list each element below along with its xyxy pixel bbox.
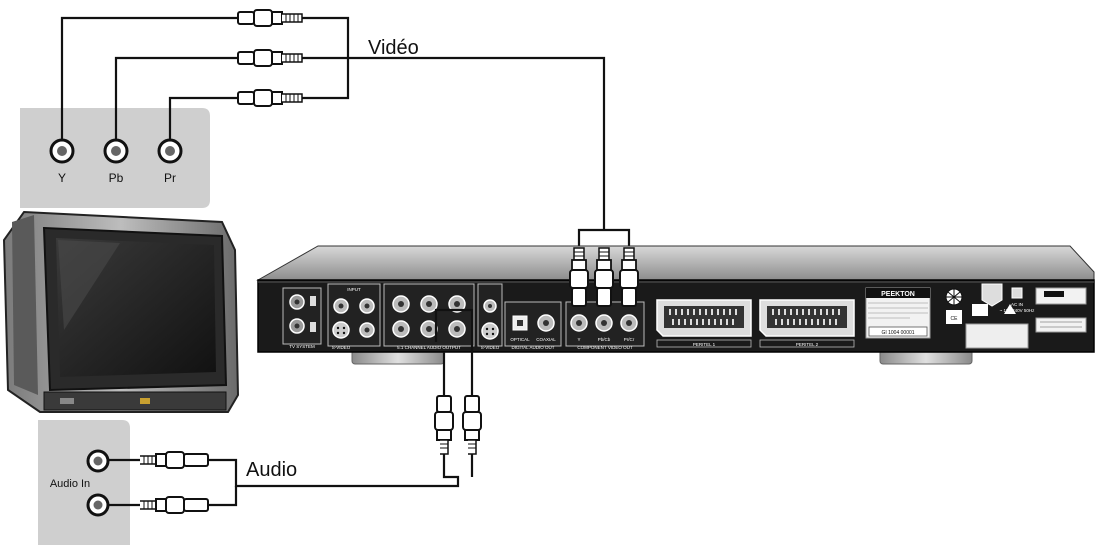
component-video-label: COMPONENT VIDEO OUT bbox=[577, 345, 632, 350]
video-rca-plug-3 bbox=[237, 89, 303, 107]
video-rca-plug-2 bbox=[237, 49, 303, 67]
tv-system-label: TV SYSTEM bbox=[289, 344, 315, 349]
coaxial-label: COAXIAL bbox=[536, 337, 556, 342]
cert-marks: CE bbox=[945, 288, 1029, 349]
tv-video-input-panel: Y Pb Pr bbox=[20, 108, 210, 208]
peritel-2-label[interactable]: PERITEL 2 bbox=[796, 342, 819, 347]
ac-in-section: AC IN ~ 110-240V 50Hz bbox=[981, 283, 1036, 313]
audio-in-jack-bottom[interactable] bbox=[86, 493, 110, 517]
ac-in-socket[interactable] bbox=[1011, 287, 1023, 299]
audio-in-jack-top[interactable] bbox=[86, 449, 110, 473]
ac-in-spec: ~ 110-240V 50Hz bbox=[1000, 308, 1036, 313]
input-label: INPUT bbox=[347, 287, 361, 292]
audio-tv-plug-bottom bbox=[140, 496, 209, 514]
audio-tv-plug-top bbox=[140, 451, 209, 469]
audio-rca-plugs-player bbox=[434, 395, 482, 455]
video-label: Vidéo bbox=[368, 37, 419, 59]
video-cable-wires bbox=[60, 16, 631, 248]
component-pr-label: Pr/Cr bbox=[624, 337, 635, 342]
audio-51-label: 5.1 CHANNEL AUDIO OUTPUT bbox=[397, 345, 461, 350]
component-y-label: Y bbox=[577, 337, 580, 342]
rating-label: PEEKTON GI 1004 00001 bbox=[865, 287, 931, 339]
input-l-jack[interactable] bbox=[359, 298, 375, 314]
ac-in-label: AC IN bbox=[1011, 302, 1023, 307]
warning-labels bbox=[1035, 287, 1087, 333]
audio-51-section: 5.1 CHANNEL AUDIO OUTPUT bbox=[383, 283, 475, 350]
component-plug-y bbox=[569, 247, 589, 307]
digital-audio-section: OPTICAL COAXIAL DIGITAL AUDIO OUT bbox=[504, 301, 562, 350]
tv-audio-input-panel: Audio In bbox=[38, 420, 130, 545]
component-plug-pb bbox=[594, 247, 614, 307]
audio-r-jack[interactable] bbox=[448, 320, 466, 338]
y-jack-label: Y bbox=[58, 171, 66, 185]
input-section: INPUT S-VIDEO bbox=[327, 283, 381, 350]
audio-cable-wires bbox=[108, 308, 474, 507]
s-video-out-jack[interactable] bbox=[481, 322, 499, 340]
coaxial-jack[interactable] bbox=[537, 314, 555, 332]
component-pb-jack[interactable] bbox=[595, 314, 613, 332]
serial-number: GI 1004 00001 bbox=[881, 330, 914, 336]
component-y-jack[interactable] bbox=[570, 314, 588, 332]
component-plug-pr bbox=[619, 247, 639, 307]
input-video-jack[interactable] bbox=[333, 298, 349, 314]
audio-plug-left bbox=[434, 395, 454, 455]
component-pr-jack[interactable] bbox=[620, 314, 638, 332]
peritel-2-pins bbox=[772, 309, 840, 325]
audio-sr-jack[interactable] bbox=[420, 320, 438, 338]
ce-mark: CE bbox=[951, 316, 959, 322]
digital-audio-label: DIGITAL AUDIO OUT bbox=[511, 345, 554, 350]
input-r-jack[interactable] bbox=[359, 322, 375, 338]
audio-c-jack[interactable] bbox=[392, 295, 410, 313]
s-video-in-label: S-VIDEO bbox=[332, 345, 351, 350]
tv-set bbox=[2, 210, 240, 413]
component-pb-label: Pb/Cb bbox=[598, 337, 611, 342]
pb-jack[interactable] bbox=[103, 138, 129, 164]
pb-jack-label: Pb bbox=[109, 171, 124, 185]
peritel-1-pins bbox=[669, 309, 737, 325]
dvd-player: TV SYSTEM INPUT S-VIDEO bbox=[256, 245, 1095, 365]
audio-plug-right bbox=[462, 395, 482, 455]
optical-label: OPTICAL bbox=[510, 337, 530, 342]
s-video-out-section: S-VIDEO bbox=[477, 283, 503, 350]
audio-sl-jack[interactable] bbox=[420, 295, 438, 313]
brand-logo: PEEKTON bbox=[881, 291, 915, 298]
component-video-section: Y Pb/Cb Pr/Cr COMPONENT VIDEO OUT bbox=[565, 301, 645, 350]
peritel-1-section: PERITEL 1 bbox=[656, 299, 752, 348]
audio-in-label: Audio In bbox=[50, 478, 90, 490]
audio-sw-jack[interactable] bbox=[392, 320, 410, 338]
audio-l-jack[interactable] bbox=[448, 295, 466, 313]
pr-jack[interactable] bbox=[157, 138, 183, 164]
y-jack[interactable] bbox=[49, 138, 75, 164]
peritel-2-section: PERITEL 2 bbox=[759, 299, 855, 348]
optical-jack[interactable] bbox=[512, 315, 528, 331]
audio-rca-plugs-tv bbox=[140, 451, 209, 514]
input-s-video-jack[interactable] bbox=[332, 321, 350, 339]
component-video-plugs bbox=[569, 247, 639, 307]
audio-label: Audio bbox=[246, 459, 297, 481]
peritel-1-label[interactable]: PERITEL 1 bbox=[693, 342, 716, 347]
tv-system-section: TV SYSTEM bbox=[282, 287, 322, 349]
video-rca-plug-1 bbox=[237, 9, 303, 27]
pr-jack-label: Pr bbox=[164, 171, 176, 185]
s-video-out-label: S-VIDEO bbox=[481, 345, 500, 350]
